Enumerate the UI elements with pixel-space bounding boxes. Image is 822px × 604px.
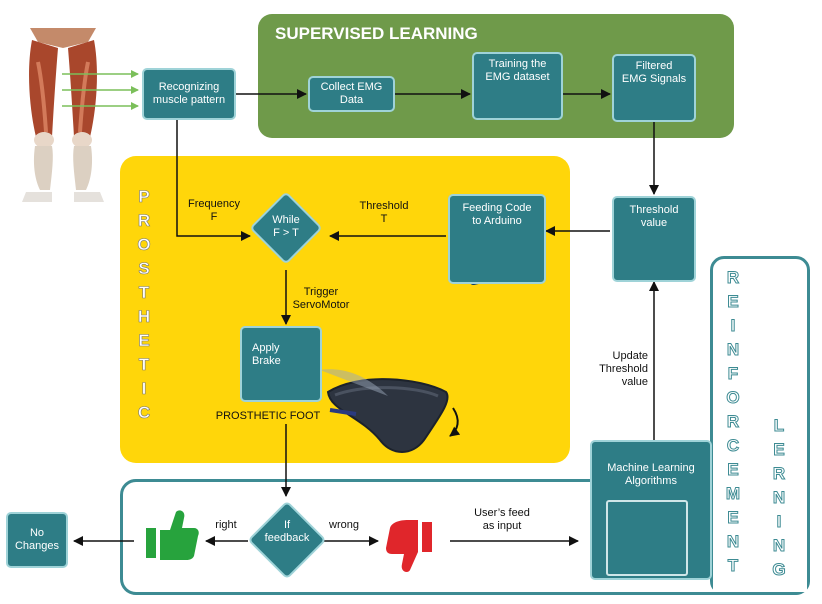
prosthetic-letter: I bbox=[141, 379, 147, 399]
threshold-value-label: Threshold value bbox=[629, 204, 679, 229]
feeding-code-arduino-box: Feeding Code to Arduino bbox=[448, 194, 546, 284]
prosthetic-letter: T bbox=[138, 355, 150, 375]
prosthetic-letter: T bbox=[138, 283, 150, 303]
arrow-recognizing-while bbox=[176, 120, 251, 241]
reinforcement-letter: N bbox=[726, 340, 740, 360]
learning-letter: G bbox=[772, 560, 786, 580]
no-changes-box: No Changes bbox=[6, 512, 68, 568]
while-label: While F > T bbox=[272, 214, 300, 239]
trigger-servomotor-label: Trigger ServoMotor bbox=[292, 286, 350, 311]
prosthetic-letter: R bbox=[137, 211, 151, 231]
learning-letter: R bbox=[772, 464, 786, 484]
learning-letter: I bbox=[776, 512, 782, 532]
reinforcement-letter: R bbox=[726, 268, 740, 288]
right-label: right bbox=[215, 519, 237, 531]
prosthetic-foot-label: PROSTHETIC FOOT bbox=[215, 410, 321, 422]
filtered-emg-signals-box: Filtered EMG Signals bbox=[612, 54, 696, 122]
reinforcement-letter: F bbox=[727, 364, 739, 384]
wrong-label: wrong bbox=[329, 519, 359, 531]
if-feedback-diamond bbox=[249, 502, 325, 578]
update-threshold-label: Update Threshold value bbox=[599, 350, 648, 388]
ml-algorithms-box: Machine Learning Algorithms bbox=[590, 440, 712, 580]
thumbs-down-icon bbox=[386, 520, 432, 572]
ml-algorithms-label: Machine Learning Algorithms bbox=[607, 462, 695, 487]
if-feedback-label: If feedback bbox=[264, 519, 310, 544]
prosthetic-foot-graphic bbox=[292, 344, 461, 453]
reinforcement-letter: T bbox=[727, 556, 739, 576]
reinforcement-letter: O bbox=[726, 388, 740, 408]
reinforcement-letter: C bbox=[726, 436, 740, 456]
apply-brake-label: Apply Brake bbox=[252, 342, 281, 367]
reinforcement-letter: R bbox=[726, 412, 740, 432]
prosthetic-letter: S bbox=[138, 259, 150, 279]
leg-muscles-illustration bbox=[22, 28, 104, 202]
threshold-value-box: Threshold value bbox=[612, 196, 696, 282]
reinforcement-letter: I bbox=[730, 316, 736, 336]
feeding-code-arduino-label: Feeding Code to Arduino bbox=[462, 202, 532, 227]
learning-letter: L bbox=[773, 416, 785, 436]
while-diamond bbox=[251, 193, 321, 263]
filtered-emg-signals-label: Filtered EMG Signals bbox=[621, 60, 687, 85]
prosthetic-letter: E bbox=[138, 331, 150, 351]
thumbs-up-icon bbox=[146, 510, 199, 560]
training-emg-dataset-box: Training the EMG dataset bbox=[472, 52, 563, 120]
prosthetic-letter: P bbox=[138, 187, 150, 207]
learning-letter: N bbox=[772, 536, 786, 556]
frequency-label: Frequency F bbox=[188, 198, 240, 223]
recognizing-muscle-pattern-box: Recognizing muscle pattern bbox=[142, 68, 236, 120]
reinforcement-letter: E bbox=[727, 508, 739, 528]
prosthetic-letter: H bbox=[137, 307, 151, 327]
users-feed-label: User’s feed as input bbox=[474, 507, 530, 532]
reinforcement-frame-mask bbox=[713, 470, 807, 592]
training-emg-dataset-label: Training the EMG dataset bbox=[485, 58, 550, 83]
collect-emg-data-box: Collect EMG Data bbox=[308, 76, 395, 112]
reinforcement-letter: N bbox=[726, 532, 740, 552]
learning-letter: E bbox=[773, 440, 785, 460]
reinforcement-letter: E bbox=[727, 460, 739, 480]
threshold-t-label: Threshold T bbox=[359, 200, 409, 225]
learning-letter: N bbox=[772, 488, 786, 508]
supervised-learning-title: SUPERVISED LEARNING bbox=[275, 24, 478, 43]
prosthetic-letter: C bbox=[137, 403, 151, 423]
reinforcement-letter: E bbox=[727, 292, 739, 312]
prosthetic-letter: O bbox=[137, 235, 151, 255]
apply-brake-box: Apply Brake bbox=[240, 326, 322, 402]
reinforcement-letter: M bbox=[725, 484, 741, 504]
